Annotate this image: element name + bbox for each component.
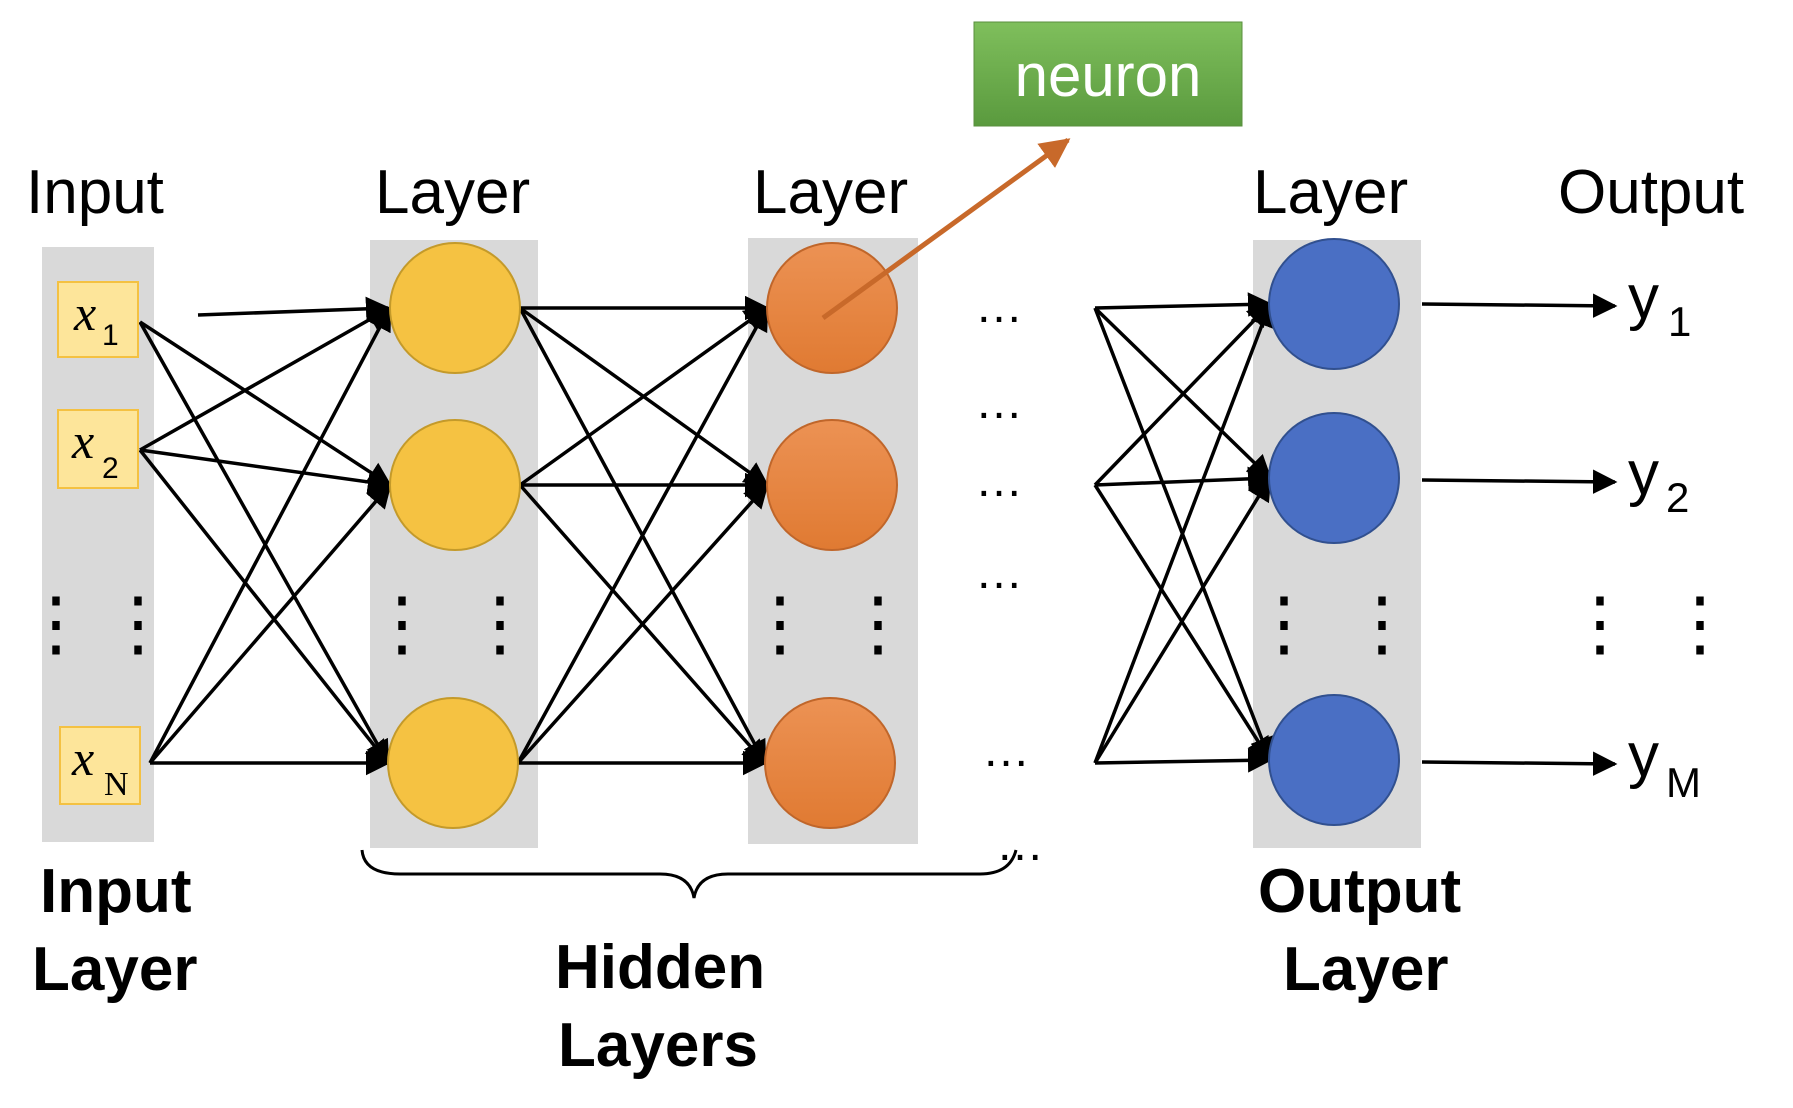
neuron-callout-arrow [821,137,1071,321]
output-label-2: y 2 [1628,439,1689,521]
vdots-9: ⋮ [1564,584,1636,664]
hidden2-neuron-1 [766,242,898,374]
vdots-7: ⋮ [1248,584,1320,664]
output-arrow-2 [1421,469,1618,495]
input-n-sub: N [104,766,129,803]
input-top-label: Input [26,158,164,227]
output-neuron-1 [1268,238,1400,370]
input-2-base: x [71,413,94,469]
input-layer-label-line1: Input [40,857,192,926]
edge-in2-h1n2 [139,448,393,495]
input-layer-label-line2: Layer [32,935,197,1004]
edge-fan3-out1 [1093,301,1274,764]
ellipsis-6: … [996,818,1044,871]
output-arrow-3 [1421,751,1618,777]
layer-top-label-3: Layer [1253,158,1408,227]
edge-fan2-out1 [1093,302,1272,487]
vdots-1: ⋮ [20,584,92,664]
input-node-2: x 2 [57,409,139,489]
output-neuron-2 [1268,412,1400,544]
edge-in2-h1n1 [139,306,393,452]
vdots-8: ⋮ [1346,584,1418,664]
hidden1-neuron-2 [389,419,521,551]
edge-in3-h1n1 [148,305,392,764]
input-node-1: x 1 [57,281,139,358]
edge-fan2-out2 [1094,466,1273,492]
vdots-4: ⋮ [464,584,536,664]
output-1-base: y [1628,263,1659,332]
output-2-base: y [1628,439,1659,508]
input-1-base: x [73,285,96,341]
connections [138,292,1274,776]
input-1-sub: 1 [102,319,119,352]
edge-h1n2-h2n1 [518,306,769,487]
ellipsis-2: … [975,376,1023,429]
edge-h1n3-h2n1 [516,305,769,764]
vdots-6: ⋮ [842,584,914,664]
edge-in2-h1n3 [138,448,390,765]
edge-fan3-out3 [1094,748,1273,773]
vdots-10: ⋮ [1664,584,1736,664]
neuron-callout-label: neuron [1015,42,1202,109]
output-label-1: y 1 [1628,263,1691,345]
edge-fan1-out1 [1094,292,1273,317]
edge-fan3-out2 [1093,475,1272,764]
vdots-2: ⋮ [102,584,174,664]
layer-top-label-2: Layer [753,158,908,227]
hidden-layers-brace [360,849,1018,899]
output-neuron-3 [1268,694,1400,826]
neuron-callout-box [973,21,1243,127]
vertical-dots: ⋮⋮⋮⋮⋮⋮⋮⋮⋮⋮ [20,584,1736,664]
output-arrow-1 [1421,293,1618,319]
output-top-label: Output [1558,158,1744,227]
hidden1-neuron-1 [389,242,521,374]
edge-in3-h1n2 [148,483,392,765]
ellipsis-5: … [982,724,1030,777]
input-n-base: x [71,730,94,786]
output-m-base: y [1628,721,1659,790]
edge-in1-h1n3 [138,321,390,766]
output-layer-label-line1: Output [1258,857,1461,926]
ellipsis-1: … [975,280,1023,333]
hidden2-neuron-2 [766,419,898,551]
hidden-layers-label-line1: Hidden [555,933,765,1002]
hidden-layers-label-line2: Layers [558,1011,758,1080]
output-layer-label-line2: Layer [1283,935,1448,1004]
ellipsis-3: … [975,454,1023,507]
output-2-sub: 2 [1666,474,1689,521]
output-m-sub: M [1666,759,1701,806]
edge-in1-h1n1 [197,296,391,322]
vdots-3: ⋮ [366,584,438,664]
edge-in1-h1n2 [139,320,393,487]
input-2-sub: 2 [102,452,119,485]
ellipsis-4: … [975,546,1023,599]
output-1-sub: 1 [1668,298,1691,345]
hidden2-neuron-3 [764,697,896,829]
output-label-m: y M [1628,721,1701,806]
layer-top-label-1: Layer [375,158,530,227]
vdots-5: ⋮ [744,584,816,664]
hidden1-neuron-3 [387,697,519,829]
input-node-n: x N [59,726,141,805]
edge-h1n3-h2n2 [516,483,769,765]
